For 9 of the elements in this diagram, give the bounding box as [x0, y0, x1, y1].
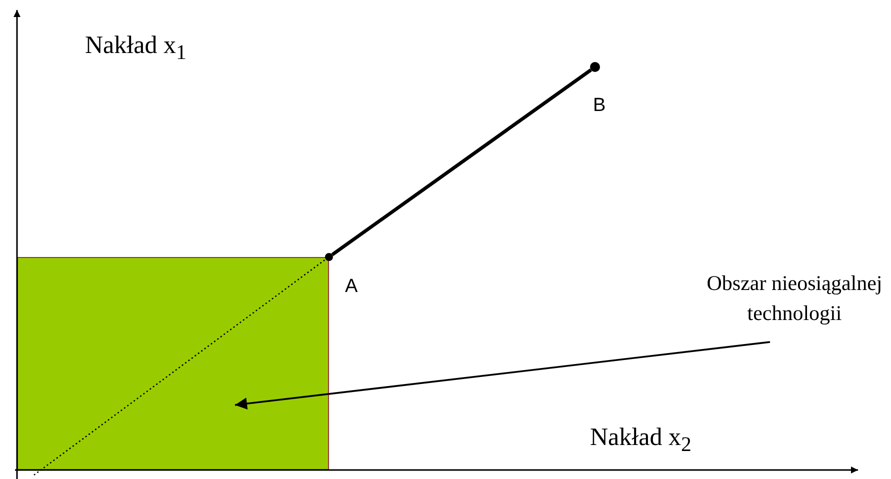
axis-label: Nakład x$_{1}$: [85, 32, 186, 65]
point-dot: [325, 253, 333, 261]
point-label: B: [593, 95, 606, 117]
point-label: A: [345, 276, 358, 298]
arrow: [234, 341, 770, 410]
point-dot: [590, 62, 600, 72]
region-label-text: Obszar nieosiągalnej technologii: [706, 270, 884, 327]
line-segment: [331, 68, 592, 256]
axis-label: Nakład x$_{2}$: [590, 424, 692, 457]
